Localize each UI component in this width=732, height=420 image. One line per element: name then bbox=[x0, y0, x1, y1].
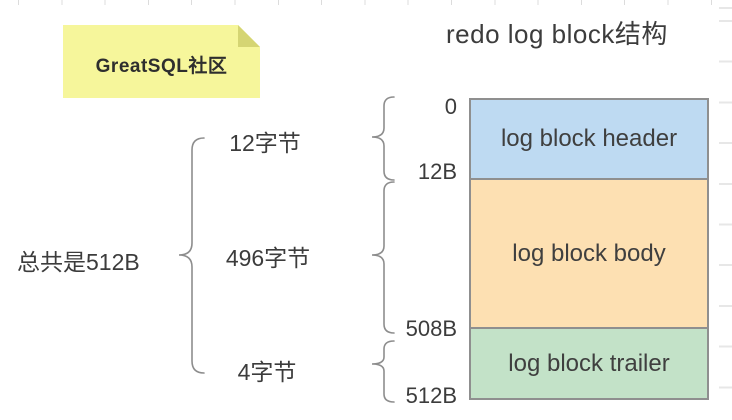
offset-block-end-label: 512B bbox=[405, 383, 457, 408]
sticky-note: GreatSQL社区 bbox=[63, 25, 260, 98]
total-brace bbox=[178, 137, 205, 374]
trailer-size-brace bbox=[371, 340, 395, 403]
block-section-header-label: log block header bbox=[500, 125, 678, 152]
block-section-body: log block body bbox=[471, 178, 707, 327]
grid-ticks-right bbox=[719, 0, 732, 420]
block-section-trailer-label: log block trailer bbox=[508, 349, 670, 377]
total-size-label: 总共是512B bbox=[17, 249, 140, 275]
body-size-brace bbox=[371, 181, 395, 334]
offset-start-label: 0 bbox=[444, 94, 457, 119]
header-size-brace bbox=[371, 96, 395, 181]
offset-body-end-label: 508B bbox=[405, 316, 457, 341]
offset-header-end-label: 12B bbox=[417, 159, 457, 184]
block-section-header: log block header bbox=[471, 100, 707, 178]
header-size-label: 12字节 bbox=[229, 130, 301, 156]
body-size-label: 496字节 bbox=[225, 245, 311, 271]
diagram-title: redo log block结构 bbox=[446, 19, 668, 49]
block-section-body-label: log block body bbox=[512, 239, 666, 267]
redo-log-block: log block header log block body log bloc… bbox=[469, 98, 709, 400]
sticky-note-label: GreatSQL社区 bbox=[95, 55, 228, 77]
block-section-trailer: log block trailer bbox=[471, 327, 707, 398]
trailer-size-label: 4字节 bbox=[237, 359, 297, 385]
grid-ticks-top bbox=[0, 0, 732, 5]
